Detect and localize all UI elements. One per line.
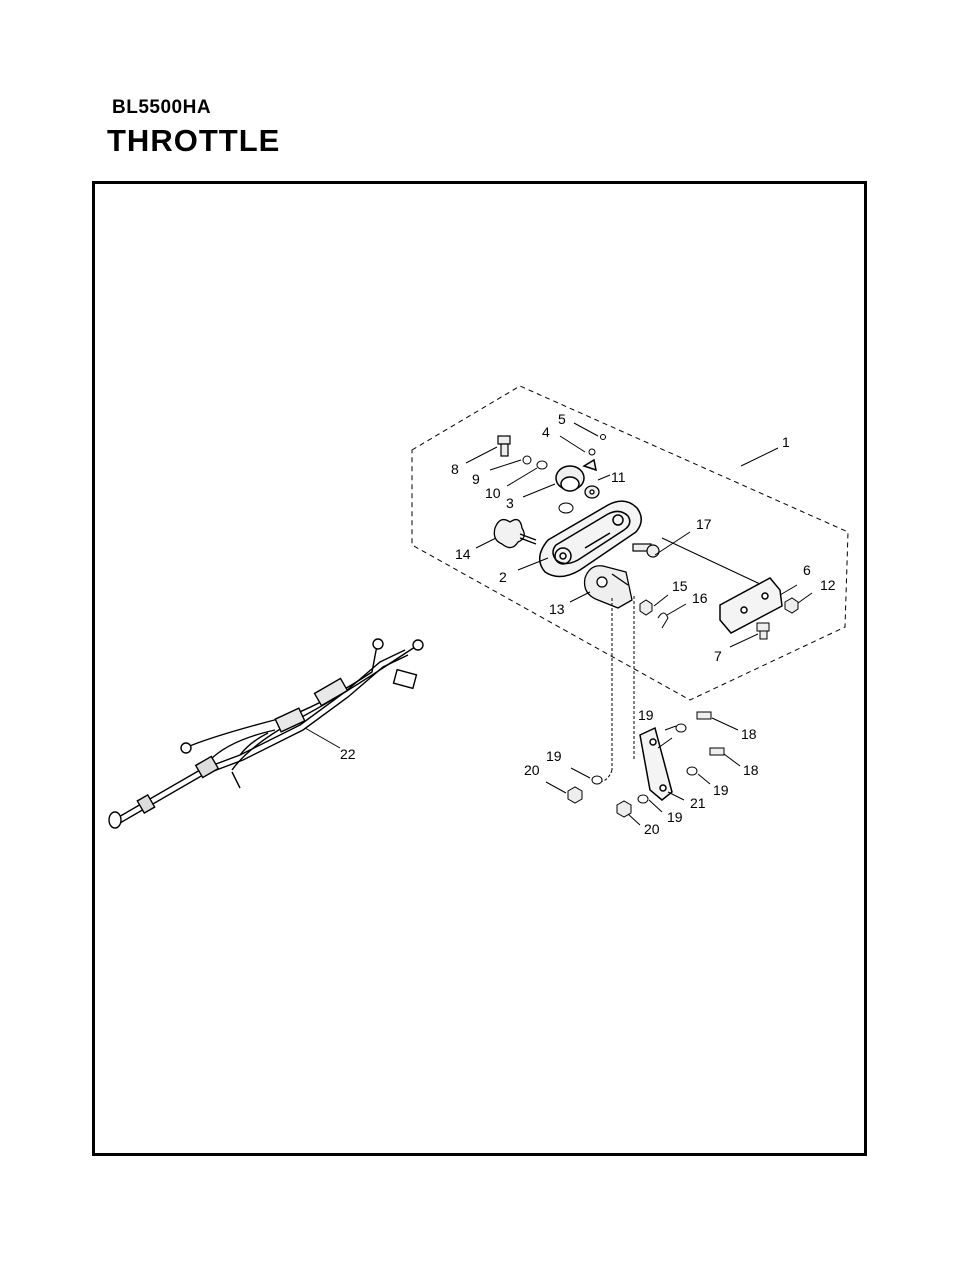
callout-18b: 18 (743, 762, 759, 778)
spring-washer-part-9 (522, 455, 532, 465)
adjust-knob-part-14 (493, 518, 537, 549)
nut-part-12 (784, 597, 799, 614)
nuts-part-20 (567, 786, 632, 818)
assembly-boundary (411, 385, 849, 701)
washers-part-19 (591, 723, 698, 804)
bolt-part-7 (756, 622, 770, 640)
callout-1: 1 (782, 434, 790, 450)
bracket-plate-part-6 (719, 577, 783, 634)
callout-19a: 19 (638, 707, 654, 723)
throttle-cable-part-22 (108, 638, 424, 829)
callout-8: 8 (451, 461, 459, 477)
pin-part-16 (657, 612, 669, 629)
lever-knob-part (555, 458, 597, 492)
callout-20b: 20 (644, 821, 660, 837)
callout-12: 12 (820, 577, 836, 593)
throttle-lever-body (539, 500, 642, 578)
callout-21: 21 (690, 795, 706, 811)
model-number: BL5500HA (112, 97, 212, 118)
callout-4: 4 (542, 424, 550, 440)
cable-route-lines (597, 596, 635, 783)
callout-20a: 20 (524, 762, 540, 778)
plate-part-13 (583, 565, 633, 609)
callout-19b: 19 (546, 748, 562, 764)
callout-9: 9 (472, 471, 480, 487)
callout-10: 10 (485, 485, 501, 501)
callout-13: 13 (549, 601, 565, 617)
callout-5: 5 (558, 411, 566, 427)
washer-part-10 (536, 460, 548, 470)
callout-14: 14 (455, 546, 471, 562)
callout-19c: 19 (713, 782, 729, 798)
callout-19d: 19 (667, 809, 683, 825)
ball-part-5 (600, 434, 606, 440)
callout-11: 11 (611, 469, 626, 485)
callout-15: 15 (672, 578, 688, 594)
collar-part-11 (584, 485, 600, 499)
bolt-part-8 (497, 435, 511, 457)
bolts-part-18 (696, 711, 725, 756)
washer-under-knob (558, 502, 574, 514)
callout-labels: 1 2 3 4 5 6 7 8 9 10 11 12 13 14 15 16 1… (340, 411, 836, 837)
diagram-frame (92, 181, 867, 1156)
callout-6: 6 (803, 562, 811, 578)
callout-16: 16 (692, 590, 708, 606)
spring-part-4 (588, 448, 596, 456)
callout-3: 3 (506, 495, 514, 511)
nut-part-15 (639, 599, 653, 616)
callout-7: 7 (714, 648, 722, 664)
callout-17: 17 (696, 516, 712, 532)
page-title: THROTTLE (107, 123, 281, 158)
callout-18a: 18 (741, 726, 757, 742)
leader-lines (304, 422, 813, 826)
callout-2: 2 (499, 569, 507, 585)
lower-bracket-part-21 (639, 726, 673, 801)
callout-22: 22 (340, 746, 356, 762)
